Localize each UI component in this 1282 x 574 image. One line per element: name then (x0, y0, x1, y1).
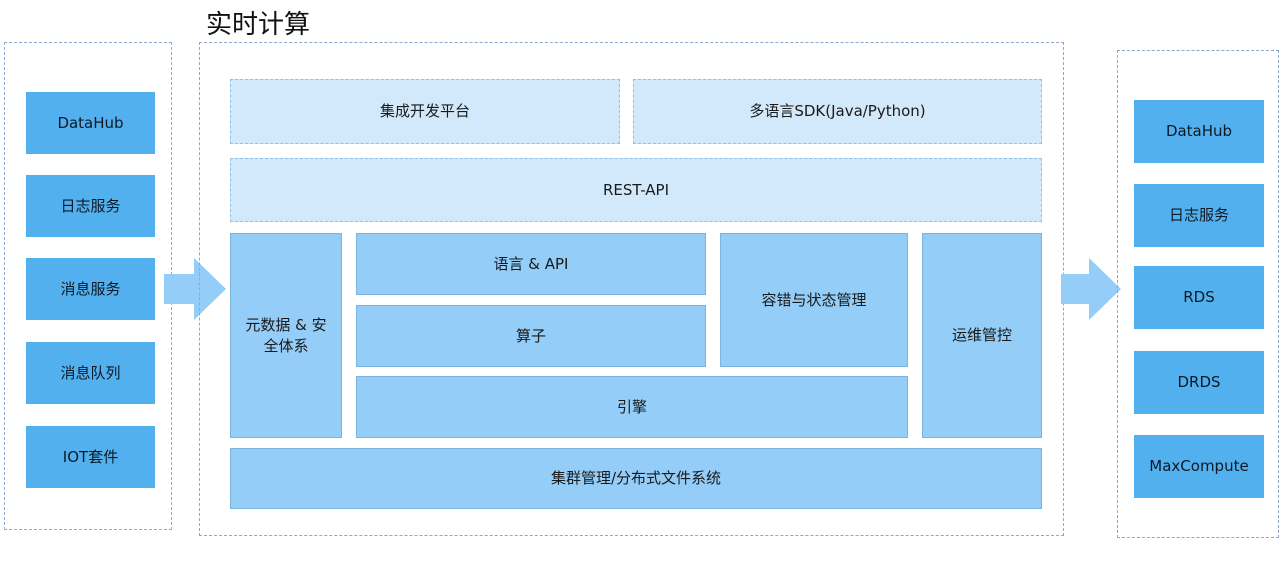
metadata-security-block: 元数据 & 安全体系 (230, 233, 342, 438)
sink-drds: DRDS (1134, 351, 1264, 414)
ide-platform-block: 集成开发平台 (230, 79, 620, 144)
metadata-security-label: 元数据 & 安全体系 (245, 316, 327, 355)
operator-block: 算子 (356, 305, 706, 367)
sink-datahub: DataHub (1134, 100, 1264, 163)
output-arrow-icon (1061, 258, 1121, 320)
engine-block: 引擎 (356, 376, 908, 438)
cluster-block: 集群管理/分布式文件系统 (230, 448, 1042, 509)
source-message-service: 消息服务 (26, 258, 155, 320)
sink-log-service: 日志服务 (1134, 184, 1264, 247)
ops-control-block: 运维管控 (922, 233, 1042, 438)
sink-maxcompute: MaxCompute (1134, 435, 1264, 498)
fault-tolerance-block: 容错与状态管理 (720, 233, 908, 367)
rest-api-block: REST-API (230, 158, 1042, 222)
language-api-block: 语言 & API (356, 233, 706, 295)
source-log-service: 日志服务 (26, 175, 155, 237)
sdk-block: 多语言SDK(Java/Python) (633, 79, 1042, 144)
source-iot-kit: IOT套件 (26, 426, 155, 488)
source-datahub: DataHub (26, 92, 155, 154)
sinks-panel (1117, 50, 1279, 538)
input-arrow-icon (164, 258, 226, 320)
diagram-title: 实时计算 (206, 10, 311, 40)
source-message-queue: 消息队列 (26, 342, 155, 404)
sink-rds: RDS (1134, 266, 1264, 329)
